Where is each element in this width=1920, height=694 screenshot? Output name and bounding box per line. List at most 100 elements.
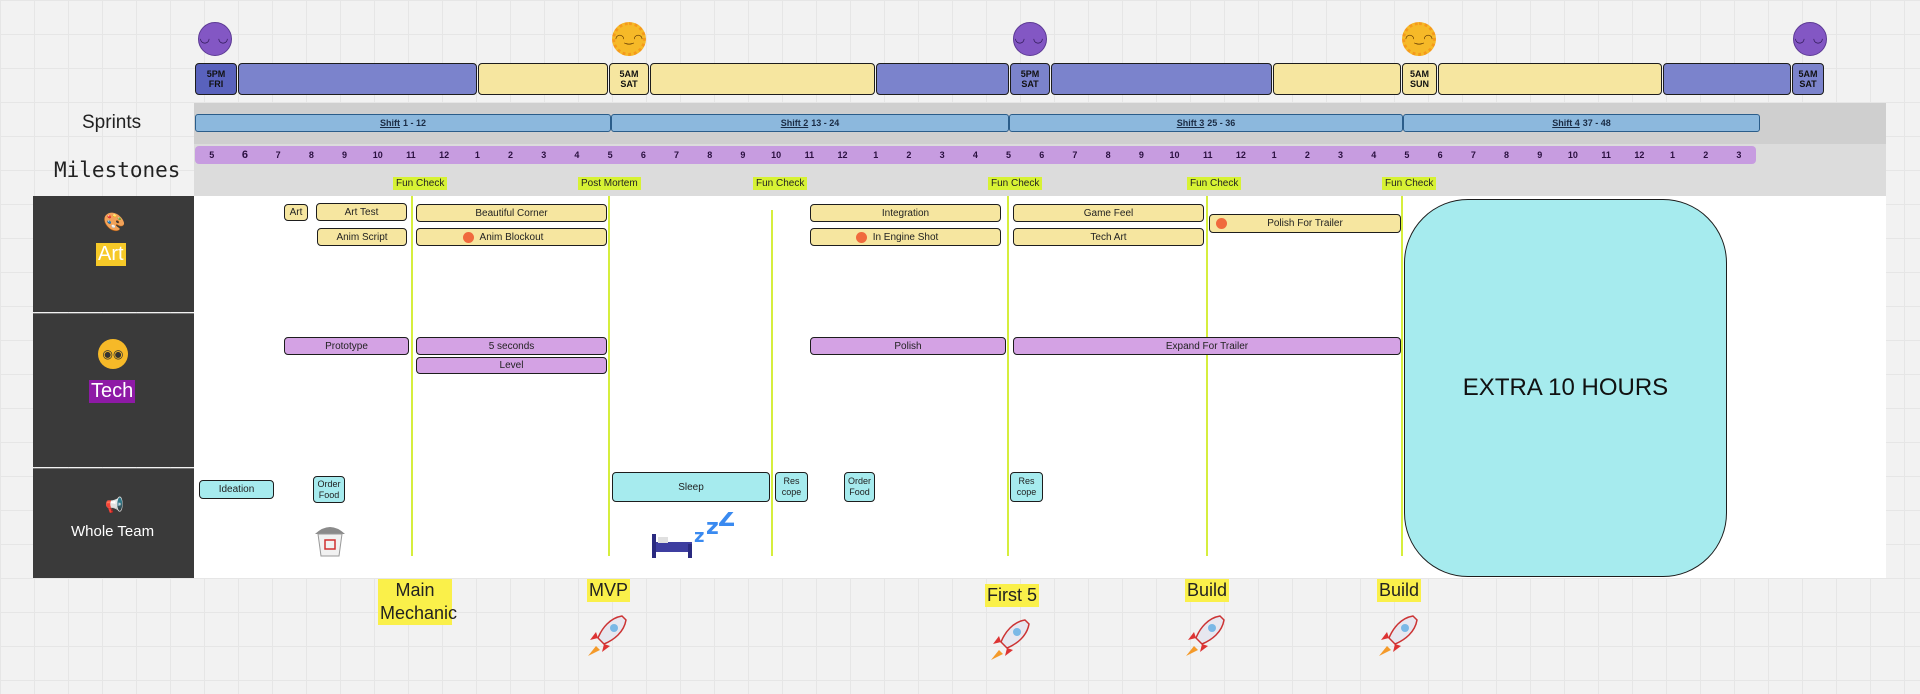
task-card[interactable]: 5 seconds [416, 337, 607, 355]
hour-tick: 6 [626, 146, 661, 164]
sprint-shift: Shift 2 [780, 118, 809, 128]
hour-tick: 5 [1390, 146, 1424, 164]
task-card[interactable]: Order Food [313, 476, 345, 503]
hour-tick: 9 [327, 146, 362, 164]
task-card[interactable]: Anim Blockout [416, 228, 607, 246]
fun-check-tag: Fun Check [1382, 177, 1437, 190]
task-label: Anim Blockout [479, 231, 544, 243]
rocket-icon [1180, 610, 1230, 660]
hour-tick: 1 [460, 146, 495, 164]
hour-tick: 4 [560, 146, 594, 164]
post-mortem-tag: Post Mortem [578, 177, 641, 190]
task-card[interactable]: Res cope [775, 472, 808, 502]
task-card[interactable]: Integration [810, 204, 1001, 222]
extra-hours-block[interactable]: EXTRA 10 HOURS [1404, 199, 1727, 577]
hour-tick: 4 [1357, 146, 1391, 164]
lane-team: 📢 Whole Team [33, 468, 194, 578]
timeline-marker: 5AM SAT [1792, 63, 1824, 95]
hour-tick: 11 [1191, 146, 1225, 164]
night-block [1663, 63, 1791, 95]
hour-tick: 2 [1290, 146, 1325, 164]
task-card[interactable]: Order Food [844, 472, 875, 502]
timeline-marker: 5PM FRI [195, 63, 237, 95]
task-card[interactable]: Anim Script [317, 228, 407, 246]
milestone-label: MVP [587, 579, 631, 602]
milestone-line [1007, 196, 1009, 556]
task-card[interactable]: Art Test [316, 203, 407, 221]
lane-art: 🎨 Art [33, 196, 194, 312]
task-card[interactable]: Tech Art [1013, 228, 1204, 246]
milestone-line [1206, 196, 1208, 556]
rocket-icon [1373, 610, 1423, 660]
fun-check-tag: Fun Check [753, 177, 808, 190]
hour-tick: 6 [1423, 146, 1457, 164]
hour-tick: 12 [1224, 146, 1258, 164]
hour-tick: 6 [228, 146, 262, 164]
night-block [238, 63, 477, 95]
sprint-range: 25 - 36 [1207, 118, 1236, 128]
milestone-label: First 5 [985, 584, 1040, 607]
hour-tick: 8 [1489, 146, 1524, 164]
moon-icon: ◡ ◡ [198, 22, 232, 56]
palette-icon: 🎨 [103, 212, 126, 233]
takeout-box-icon [311, 522, 349, 558]
fun-check-tag: Fun Check [988, 177, 1043, 190]
shrimp-icon [855, 231, 867, 243]
megaphone-icon: 📢 [105, 496, 124, 514]
fun-check-tag: Fun Check [393, 177, 448, 190]
task-card[interactable]: Expand For Trailer [1013, 337, 1401, 355]
hour-tick: 10 [759, 146, 793, 164]
milestone-label: Build [1185, 579, 1230, 602]
hour-tick: 6 [1025, 146, 1059, 164]
task-card[interactable]: Polish For Trailer [1209, 214, 1401, 233]
hour-tick: 9 [726, 146, 760, 164]
sprint-range: 1 - 12 [402, 118, 426, 128]
sprint-shift: Shift [379, 118, 400, 128]
hour-tick: 1 [1257, 146, 1291, 164]
svg-text:z: z [694, 526, 704, 547]
night-block [1051, 63, 1272, 95]
hour-tick: 3 [1323, 146, 1358, 164]
hour-tick: 9 [1523, 146, 1557, 164]
svg-text:z: z [706, 515, 719, 540]
hour-tick: 3 [527, 146, 561, 164]
task-card[interactable]: In Engine Shot [810, 228, 1001, 246]
timeline-marker: 5PM SAT [1010, 63, 1050, 95]
hour-tick: 12 [427, 146, 461, 164]
night-block [876, 63, 1009, 95]
task-card[interactable]: Beautiful Corner [416, 204, 607, 222]
moon-icon: ◡ ◡ [1793, 22, 1827, 56]
task-card[interactable]: Polish [810, 337, 1006, 355]
hour-tick: 4 [958, 146, 993, 164]
task-card[interactable]: Prototype [284, 337, 409, 355]
hour-tick: 9 [1124, 146, 1159, 164]
milestone-label: Build [1377, 579, 1422, 602]
lane-label-team: Whole Team [71, 523, 155, 540]
nerd-face-icon: ◉◉ [98, 339, 128, 369]
day-block [650, 63, 875, 95]
day-block [1438, 63, 1662, 95]
task-card[interactable]: Ideation [199, 480, 274, 499]
task-card[interactable]: Game Feel [1013, 204, 1204, 222]
task-card[interactable]: Art [284, 204, 308, 221]
task-label: In Engine Shot [872, 231, 939, 243]
task-card[interactable]: Level [416, 357, 607, 374]
hour-tick: 10 [361, 146, 395, 164]
task-card[interactable]: Sleep [612, 472, 770, 502]
task-card[interactable]: Res cope [1010, 472, 1043, 502]
sprint-shift: Shift 3 [1176, 118, 1205, 128]
sleeping-bed-icon: z z Z [650, 504, 735, 564]
fun-check-tag: Fun Check [1187, 177, 1242, 190]
sprint-shift: Shift 4 [1552, 118, 1580, 128]
shrimp-icon [462, 231, 474, 243]
svg-text:Z: Z [718, 512, 734, 532]
hour-tick: 7 [261, 146, 295, 164]
milestone-line [608, 196, 610, 556]
rocket-icon [582, 610, 632, 660]
hour-tick: 2 [1689, 146, 1723, 164]
lane-label-tech: Tech [89, 380, 136, 403]
moon-icon: ◡ ◡ [1013, 22, 1047, 56]
